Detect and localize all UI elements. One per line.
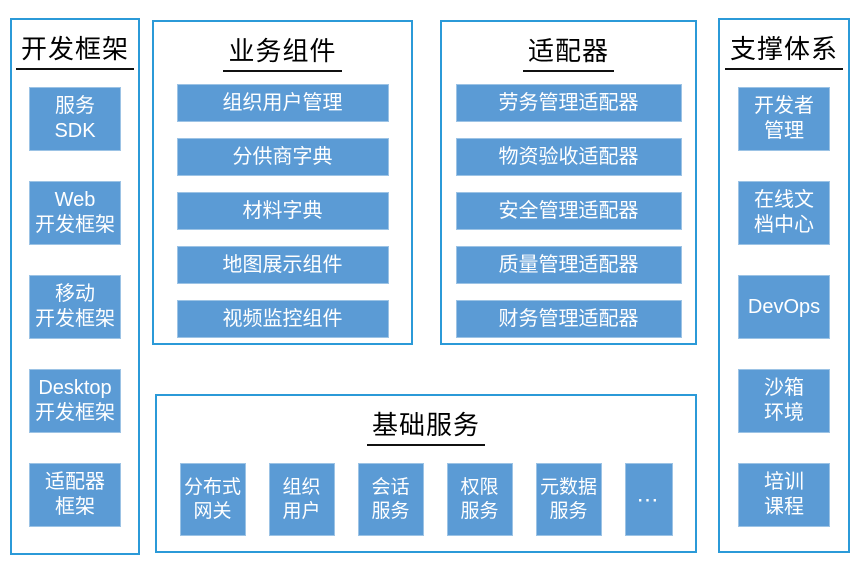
- box-video-monitor-component: 视频监控组件: [176, 300, 389, 338]
- box-safety-management-adapter: 安全管理适配器: [455, 192, 682, 230]
- panel-basic-services: 基础服务 分布式 网关 组织 用户 会话 服务 权限 服务 元数据 服务 ⋯: [155, 394, 697, 553]
- box-material-acceptance-adapter: 物资验收适配器: [455, 138, 682, 176]
- box-desktop-framework: Desktop 开发框架: [29, 369, 121, 433]
- box-online-doc-center: 在线文 档中心: [738, 181, 830, 245]
- box-more-services: ⋯: [624, 463, 673, 536]
- box-quality-management-adapter: 质量管理适配器: [455, 246, 682, 284]
- box-label: 沙箱 环境: [764, 377, 804, 424]
- box-label: Web 开发框架: [35, 189, 115, 236]
- box-label: 地图展示组件: [222, 253, 343, 276]
- panel-title-basic-services: 基础服务: [366, 405, 485, 446]
- box-label: 分供商字典: [232, 145, 333, 168]
- box-devops: DevOps: [738, 275, 830, 339]
- box-permission-service: 权限 服务: [446, 463, 513, 536]
- panel-title-adapters: 适配器: [522, 31, 614, 72]
- box-session-service: 会话 服务: [357, 463, 424, 536]
- box-label: 移动 开发框架: [35, 283, 115, 330]
- basic-services-row: 分布式 网关 组织 用户 会话 服务 权限 服务 元数据 服务 ⋯: [157, 463, 695, 536]
- box-material-dictionary: 材料字典: [176, 192, 389, 230]
- box-label: 服务 SDK: [54, 95, 96, 142]
- box-adapter-framework: 适配器 框架: [29, 463, 121, 527]
- box-label: 分布式 网关: [183, 476, 241, 522]
- box-metadata-service: 元数据 服务: [535, 463, 602, 536]
- box-service-sdk: 服务 SDK: [29, 87, 121, 151]
- panel-adapters: 适配器 劳务管理适配器 物资验收适配器 安全管理适配器 质量管理适配器 财务管理…: [440, 20, 697, 345]
- box-supplier-dictionary: 分供商字典: [176, 138, 389, 176]
- box-org-user-management: 组织用户管理: [176, 84, 389, 122]
- box-label: 元数据 服务: [539, 476, 597, 522]
- dev-framework-stack: 服务 SDK Web 开发框架 移动 开发框架 Desktop 开发框架 适配器…: [12, 87, 138, 527]
- panel-business-components: 业务组件 组织用户管理 分供商字典 材料字典 地图展示组件 视频监控组件: [152, 20, 413, 345]
- box-web-framework: Web 开发框架: [29, 181, 121, 245]
- box-label: 劳务管理适配器: [498, 91, 639, 114]
- business-components-stack: 组织用户管理 分供商字典 材料字典 地图展示组件 视频监控组件: [154, 84, 411, 338]
- box-label: 在线文 档中心: [754, 189, 814, 236]
- box-training-courses: 培训 课程: [738, 463, 830, 527]
- panel-dev-framework: 开发框架 服务 SDK Web 开发框架 移动 开发框架 Desktop 开发框…: [10, 18, 140, 555]
- box-label: 物资验收适配器: [498, 145, 639, 168]
- box-distributed-gateway: 分布式 网关: [179, 463, 246, 536]
- panel-title-support-system: 支撑体系: [724, 29, 843, 70]
- panel-support-system: 支撑体系 开发者 管理 在线文 档中心 DevOps 沙箱 环境 培训 课程: [718, 18, 850, 553]
- box-labor-management-adapter: 劳务管理适配器: [455, 84, 682, 122]
- box-finance-management-adapter: 财务管理适配器: [455, 300, 682, 338]
- box-sandbox-environment: 沙箱 环境: [738, 369, 830, 433]
- box-label: 安全管理适配器: [498, 199, 639, 222]
- panel-title-dev-framework: 开发框架: [15, 29, 134, 70]
- box-map-display-component: 地图展示组件: [176, 246, 389, 284]
- box-label: 培训 课程: [764, 471, 804, 518]
- box-label: DevOps: [747, 295, 821, 318]
- box-label: 组织 用户: [282, 476, 321, 522]
- box-org-user: 组织 用户: [268, 463, 335, 536]
- box-label: 财务管理适配器: [498, 307, 639, 330]
- box-mobile-framework: 移动 开发框架: [29, 275, 121, 339]
- panel-title-business-components: 业务组件: [223, 31, 342, 72]
- box-label: 材料字典: [242, 199, 323, 222]
- adapters-stack: 劳务管理适配器 物资验收适配器 安全管理适配器 质量管理适配器 财务管理适配器: [442, 84, 695, 338]
- box-label: Desktop 开发框架: [35, 377, 115, 424]
- box-label: 开发者 管理: [754, 95, 814, 142]
- support-system-stack: 开发者 管理 在线文 档中心 DevOps 沙箱 环境 培训 课程: [720, 87, 848, 527]
- box-label: 适配器 框架: [45, 471, 105, 518]
- box-label: 质量管理适配器: [498, 253, 639, 276]
- box-label: 视频监控组件: [222, 307, 343, 330]
- box-label: 组织用户管理: [222, 91, 343, 114]
- box-label: 权限 服务: [460, 476, 499, 522]
- ellipsis-icon: ⋯: [636, 486, 661, 512]
- box-developer-management: 开发者 管理: [738, 87, 830, 151]
- box-label: 会话 服务: [371, 476, 410, 522]
